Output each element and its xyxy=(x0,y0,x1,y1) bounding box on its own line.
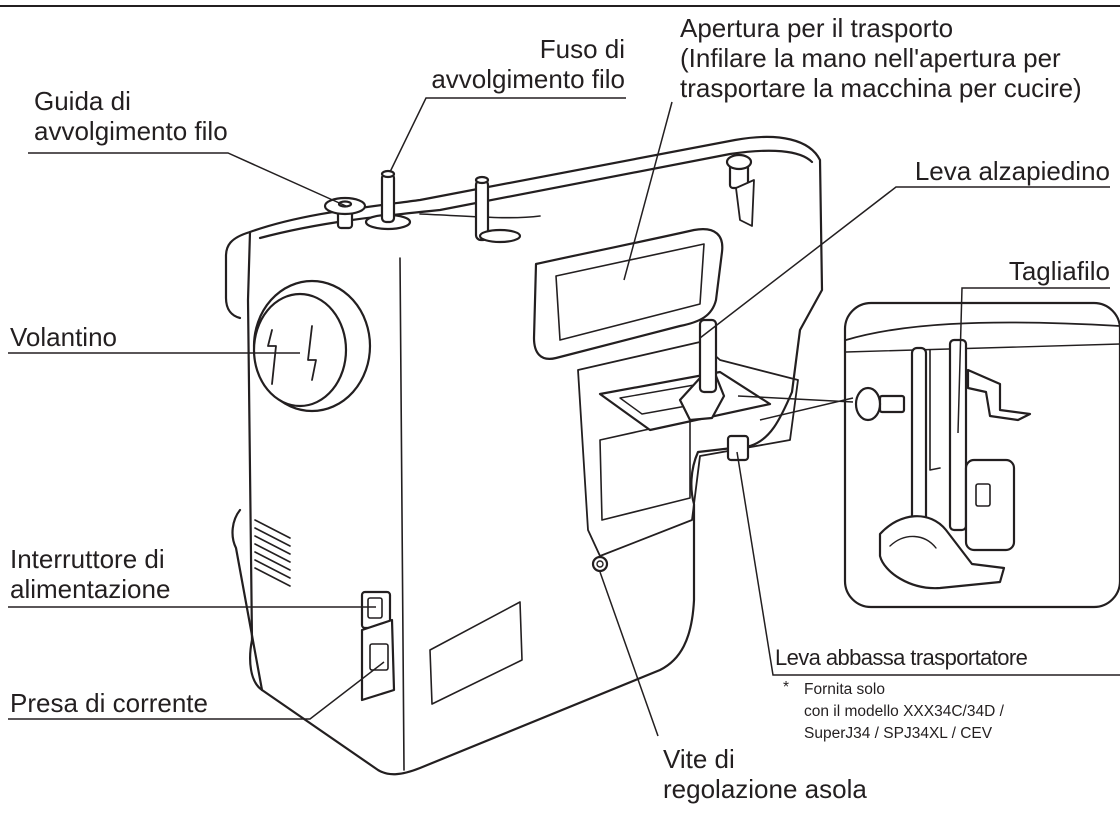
label-apertura-trasporto: Apertura per il trasporto (Infilare la m… xyxy=(680,13,1082,103)
label-apertura-line1: Apertura per il trasporto xyxy=(680,13,954,43)
label-vite-line2: regolazione asola xyxy=(663,774,867,804)
detail-inset-content xyxy=(845,321,1120,590)
rear-plate xyxy=(429,601,523,705)
top-deck xyxy=(258,149,814,240)
label-apertura-line3: trasportare la macchina per cucire) xyxy=(680,73,1082,103)
label-fuso-line2: avvolgimento filo xyxy=(431,64,625,94)
label-guida-avvolgimento: Guida di avvolgimento filo xyxy=(34,86,228,146)
bobbin-winder-spindle xyxy=(364,169,412,231)
leader-lines xyxy=(8,97,1120,737)
footnote-line2: con il modello XXX34C/34D / xyxy=(804,703,1004,720)
carrying-handle xyxy=(532,228,724,360)
label-fuso-avvolgimento: Fuso di avvolgimento filo xyxy=(431,34,625,94)
label-vite-regolazione-asola: Vite di regolazione asola xyxy=(663,744,867,804)
label-guida-line1: Guida di xyxy=(34,86,131,116)
spool-pin xyxy=(474,175,522,244)
inset-presser-foot xyxy=(878,515,1006,590)
label-interruttore-alimentazione: Interruttore di alimentazione xyxy=(10,544,170,604)
tension-dial xyxy=(725,153,755,227)
label-interruttore-line2: alimentazione xyxy=(10,574,171,604)
label-fuso-line1: Fuso di xyxy=(539,34,625,64)
label-presa-corrente: Presa di corrente xyxy=(10,688,208,718)
rear-base xyxy=(231,508,264,692)
thumb-screw xyxy=(854,386,882,422)
footnote-asterisk: * xyxy=(783,679,790,696)
footnote-line1: Fornita solo xyxy=(804,681,885,698)
label-leva-alzapiedino: Leva alzapiedino xyxy=(914,156,1110,186)
hand-wheel xyxy=(252,279,372,413)
label-interruttore-line1: Interruttore di xyxy=(10,544,165,574)
label-vite-line1: Vite di xyxy=(663,744,735,774)
thread-cutter xyxy=(948,338,968,532)
front-face-edge xyxy=(399,257,405,771)
label-tagliafilo: Tagliafilo xyxy=(1008,256,1110,286)
label-apertura-line2: (Infilare la mano nell'apertura per xyxy=(680,43,1061,73)
label-volantino: Volantino xyxy=(10,322,117,352)
vent-slots xyxy=(254,519,291,587)
footnote-line3: SuperJ34 / SPJ34XL / CEV xyxy=(804,725,993,742)
left-side-panel xyxy=(224,230,252,320)
label-guida-line2: avvolgimento filo xyxy=(34,116,228,146)
footnote: * Fornita solo con il modello XXX34C/34D… xyxy=(783,679,1004,745)
label-leva-abbassa-trasportatore: Leva abbassa trasportatore xyxy=(775,645,1028,670)
